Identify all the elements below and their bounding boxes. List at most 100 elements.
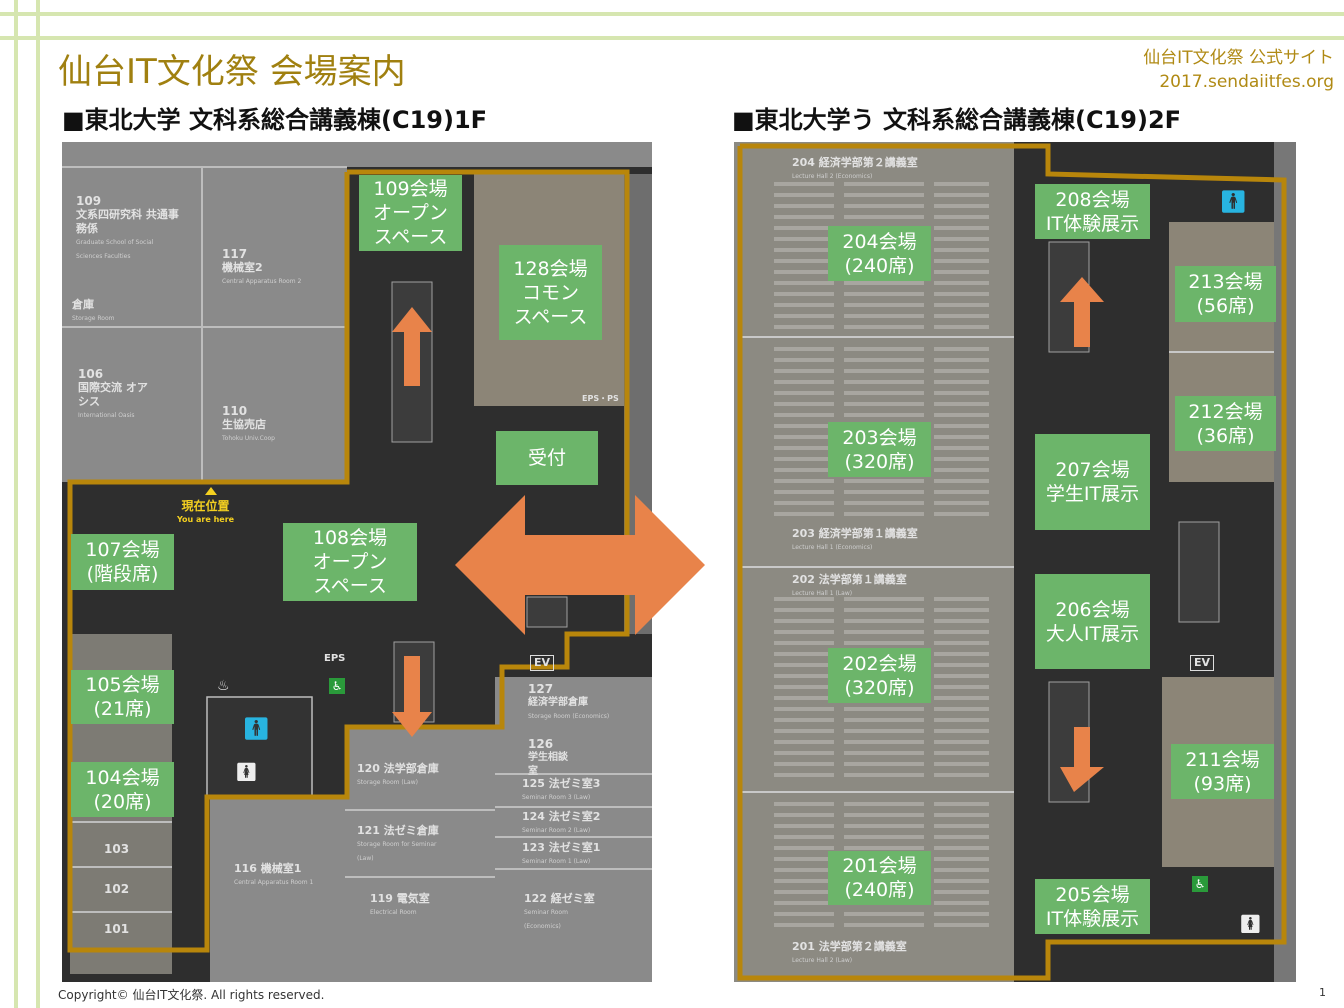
frame-top-line bbox=[0, 12, 1344, 16]
seat-row bbox=[774, 685, 834, 689]
seat-row bbox=[774, 641, 834, 645]
venue-212-label[interactable]: 212会場 (36席) bbox=[1175, 396, 1276, 451]
seat-row bbox=[844, 369, 924, 373]
seat-row bbox=[774, 457, 834, 461]
seat-row bbox=[934, 641, 989, 645]
seat-row bbox=[844, 835, 924, 839]
seat-row bbox=[844, 391, 924, 395]
venue-105-label[interactable]: 105会場 (21席) bbox=[71, 670, 174, 724]
seat-row bbox=[844, 501, 924, 505]
seat-row bbox=[844, 292, 924, 296]
seat-row bbox=[844, 490, 924, 494]
seat-row bbox=[844, 773, 924, 777]
venue-206-label[interactable]: 206会場 大人IT展示 bbox=[1035, 574, 1150, 669]
seat-row bbox=[934, 259, 989, 263]
seat-row bbox=[844, 641, 924, 645]
seat-row bbox=[934, 663, 989, 667]
seat-row bbox=[774, 446, 834, 450]
room-101: 101 bbox=[104, 922, 130, 936]
seat-row bbox=[844, 314, 924, 318]
venue-202-label[interactable]: 202会場 (320席) bbox=[828, 648, 931, 703]
seat-row bbox=[934, 270, 989, 274]
room-127: 127 経済学部倉庫 Storage Room (Economics) bbox=[528, 682, 610, 720]
seat-row bbox=[934, 237, 989, 241]
seat-row bbox=[774, 802, 834, 806]
seat-row bbox=[774, 674, 834, 678]
seat-row bbox=[774, 358, 834, 362]
seat-row bbox=[934, 923, 989, 927]
seat-row bbox=[774, 707, 834, 711]
site-name: 仙台IT文化祭 公式サイト bbox=[1143, 48, 1334, 68]
venue-128-label[interactable]: 128会場 コモン スペース bbox=[499, 245, 602, 340]
venue-213-label[interactable]: 213会場 (56席) bbox=[1175, 266, 1276, 322]
seat-row bbox=[774, 901, 834, 905]
seat-row bbox=[934, 457, 989, 461]
seat-row bbox=[774, 270, 834, 274]
venue-108-label[interactable]: 108会場 オープン スペース bbox=[283, 523, 417, 601]
venue-109-label[interactable]: 109会場 オープン スペース bbox=[359, 175, 462, 251]
seat-row bbox=[934, 226, 989, 230]
seat-row bbox=[774, 857, 834, 861]
room-116: 116 機械室1 Central Apparatus Room 1 bbox=[234, 862, 314, 886]
seat-row bbox=[774, 248, 834, 252]
seat-row bbox=[934, 685, 989, 689]
seat-row bbox=[844, 707, 924, 711]
seat-row bbox=[844, 619, 924, 623]
floor1-heading: ■東北大学 文科系総合講義棟(C19)1F bbox=[62, 106, 488, 134]
seat-row bbox=[844, 824, 924, 828]
seat-row bbox=[774, 597, 834, 601]
seat-row bbox=[774, 835, 834, 839]
seat-row bbox=[934, 468, 989, 472]
seat-row bbox=[934, 813, 989, 817]
venue-107-label[interactable]: 107会場 (階段席) bbox=[71, 534, 174, 590]
seat-row bbox=[774, 391, 834, 395]
site-url[interactable]: 2017.sendaiitfes.org bbox=[1159, 72, 1334, 92]
seat-row bbox=[774, 380, 834, 384]
seat-row bbox=[844, 846, 924, 850]
storage-room: 倉庫 Storage Room bbox=[72, 298, 115, 322]
seat-row bbox=[934, 674, 989, 678]
seat-row bbox=[774, 325, 834, 329]
seat-row bbox=[934, 424, 989, 428]
wheelchair-icon: ♿ bbox=[329, 678, 345, 694]
seat-row bbox=[774, 424, 834, 428]
hall-203-title: 203 経済学部第１講義室 Lecture Hall 1 (Economics) bbox=[792, 527, 918, 551]
seat-row bbox=[774, 652, 834, 656]
seat-row bbox=[774, 718, 834, 722]
venue-205-label[interactable]: 205会場 IT体験展示 bbox=[1035, 879, 1150, 934]
floor2-map: 204 経済学部第２講義室 Lecture Hall 2 (Economics)… bbox=[734, 142, 1296, 982]
venue-211-label[interactable]: 211会場 (93席) bbox=[1171, 744, 1274, 799]
seat-row bbox=[934, 391, 989, 395]
seat-row bbox=[844, 347, 924, 351]
seat-row bbox=[934, 435, 989, 439]
seat-row bbox=[774, 751, 834, 755]
seat-row bbox=[844, 303, 924, 307]
seat-row bbox=[774, 912, 834, 916]
seat-row bbox=[844, 597, 924, 601]
seat-row bbox=[934, 597, 989, 601]
ev-label-2f: EV bbox=[1190, 655, 1215, 671]
venue-203-label[interactable]: 203会場 (320席) bbox=[828, 422, 931, 477]
seat-row bbox=[934, 292, 989, 296]
venue-104-label[interactable]: 104会場 (20席) bbox=[71, 762, 174, 817]
copyright-footer: Copyright© 仙台IT文化祭. All rights reserved. bbox=[58, 988, 325, 1002]
seat-row bbox=[934, 824, 989, 828]
seat-row bbox=[774, 215, 834, 219]
venue-201-label[interactable]: 201会場 (240席) bbox=[828, 851, 931, 905]
room-124: 124 法ゼミ室2 Seminar Room 2 (Law) bbox=[522, 810, 601, 834]
venue-207-label[interactable]: 207会場 学生IT展示 bbox=[1035, 434, 1150, 530]
seat-row bbox=[774, 303, 834, 307]
seat-row bbox=[844, 281, 924, 285]
seat-row bbox=[774, 479, 834, 483]
wheelchair-icon-2f: ♿ bbox=[1192, 876, 1208, 892]
reception-label[interactable]: 受付 bbox=[496, 431, 598, 485]
frame-top-line-2 bbox=[0, 36, 1344, 40]
seat-row bbox=[934, 729, 989, 733]
seat-row bbox=[774, 501, 834, 505]
venue-204-label[interactable]: 204会場 (240席) bbox=[828, 226, 931, 281]
hall-204-title: 204 経済学部第２講義室 Lecture Hall 2 (Economics) bbox=[792, 156, 918, 180]
seat-row bbox=[934, 802, 989, 806]
hall-202-title: 202 法学部第１講義室 Lecture Hall 1 (Law) bbox=[792, 573, 907, 597]
seat-row bbox=[934, 358, 989, 362]
venue-208-label[interactable]: 208会場 IT体験展示 bbox=[1035, 184, 1150, 239]
